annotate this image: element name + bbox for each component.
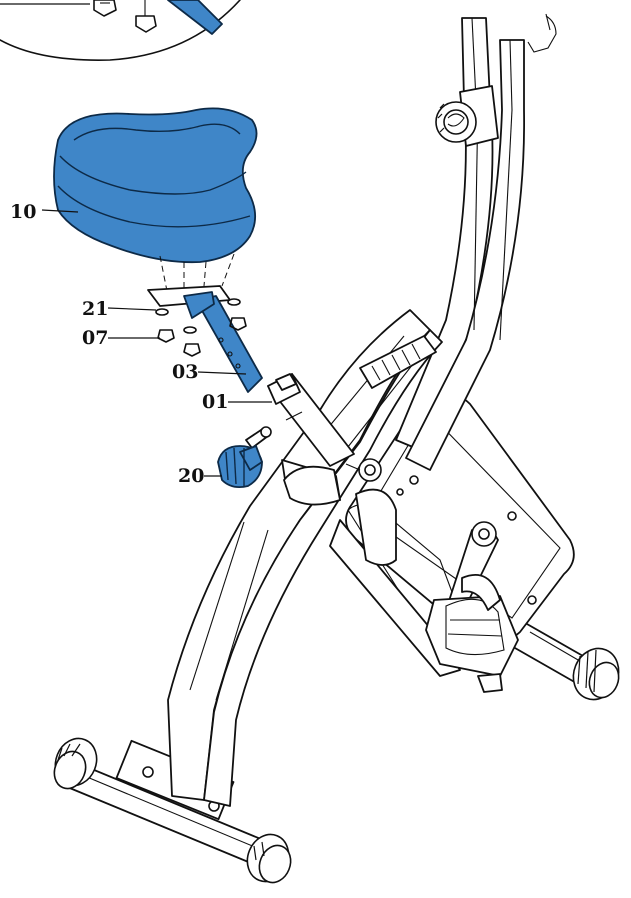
nut-left-icon xyxy=(157,329,175,343)
handlebar-post xyxy=(395,13,557,471)
rear-stabilizer xyxy=(507,619,620,701)
hardware xyxy=(155,298,247,357)
washer-right-icon xyxy=(227,298,241,306)
end-cap-left-icon xyxy=(53,737,98,790)
inset-bolt-icon xyxy=(135,0,157,33)
label-nut: 07 xyxy=(82,327,108,349)
label-knob: 20 xyxy=(178,465,204,487)
frame-clamp xyxy=(281,459,341,506)
bolt-stack-icon xyxy=(183,326,201,357)
nut-right-icon xyxy=(229,317,247,331)
inset-nut-icon xyxy=(93,0,117,17)
main-frame xyxy=(167,309,443,807)
label-washer: 21 xyxy=(82,298,108,320)
leader-lines xyxy=(41,209,272,477)
label-seat: 10 xyxy=(10,201,36,223)
crank-and-pedal xyxy=(425,521,519,693)
rear-end-cap-icon xyxy=(572,647,620,701)
seat xyxy=(53,107,258,264)
end-cap-right-icon xyxy=(246,833,292,884)
label-seat-post: 03 xyxy=(172,361,198,383)
inset-post-fragment xyxy=(167,0,223,35)
flywheel-housing xyxy=(329,392,575,677)
seat-tube xyxy=(267,373,355,467)
pivot-bolt-icon xyxy=(345,458,382,482)
detail-inset xyxy=(0,0,241,61)
frame-grille-icon xyxy=(359,335,437,389)
adjustment-knob xyxy=(217,426,272,489)
label-seat-tube: 01 xyxy=(202,391,228,413)
seat-post xyxy=(147,285,263,393)
tension-knob-icon xyxy=(435,85,499,147)
washer-left-icon xyxy=(155,308,169,316)
